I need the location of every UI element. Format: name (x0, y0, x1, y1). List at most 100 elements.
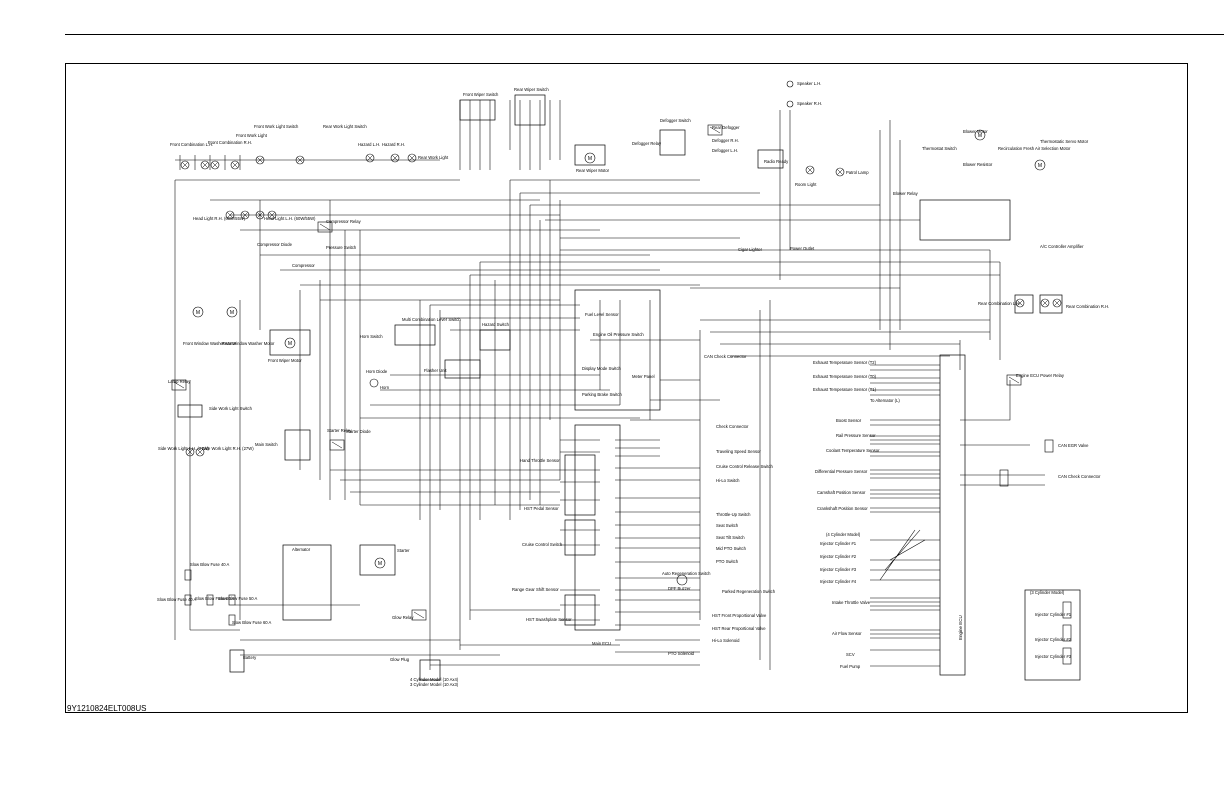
rear-wiper-switch-label: Rear Wiper Switch (514, 87, 549, 92)
display-mode-label: Display Mode Switch (582, 366, 622, 371)
injector-3c-3-label: Injector Cylinder #3 (1035, 654, 1072, 659)
side-light-rh-label: Side Work Light R.H. (27W) (202, 446, 254, 451)
front-work-light-label: Front Work Light (236, 133, 268, 138)
parking-brake-label: Parking Brake Switch (582, 392, 622, 397)
intake-throttle-label: Intake Throttle Valve (832, 600, 871, 605)
alternator-label: Alternator (292, 547, 311, 552)
speaker-rh-label: Speaker R.H. (797, 101, 822, 106)
horn-switch-label: Horn Switch (360, 334, 383, 339)
starter-box (359, 544, 396, 576)
defogger-relay-box (659, 129, 686, 156)
rear-wiper-motor-label: Rear Wiper Motor (576, 168, 610, 173)
thermostatic-servo-label: Thermostatic Servo Motor (1040, 139, 1089, 144)
symbols (171, 80, 1072, 665)
room-light-label: Room Light (795, 182, 817, 187)
defogger-relay-label: Defogger Relay (632, 141, 662, 146)
defogger-lh-label: Defogger L.H. (712, 148, 738, 153)
compressor-label: Compressor (292, 263, 315, 268)
ecu-power-relay-label: Engine ECU Power Relay (1016, 373, 1065, 378)
diff-pressure-label: Differential Pressure Sensor (815, 469, 868, 474)
alternator-l-label: To Alternator (L) (870, 398, 900, 403)
hand-throttle-box (564, 454, 596, 516)
head-light-lh-label: Head Light L.H. (60W/55W) (264, 216, 316, 221)
rear-comb-rh-label: Rear Combination R.H. (1066, 304, 1109, 309)
front-comb-lh-label: Front Combination L.H. (170, 142, 213, 147)
flasher-unit-box (444, 359, 481, 379)
header-rule (65, 34, 1224, 35)
head-light-rh-label: Head Light R.H. (60W/55W) (193, 216, 246, 221)
dpf-buzzer-label: DPF Buzzer (668, 586, 691, 591)
front-wiper-motor-box (269, 329, 311, 356)
cyl3-models-label: (3 Cylinder Model) (1030, 590, 1065, 595)
main-ecu-box (574, 424, 621, 631)
can-egr-label: CAN EGR Valve (1058, 443, 1089, 448)
front-wiper-switch-label: Front Wiper Switch (463, 92, 499, 97)
cigar-lighter-label: Cigar Lighter (738, 247, 763, 252)
injector-3-label: Injector Cylinder #3 (820, 567, 857, 572)
hi-lo-switch-label: Hi-Lo Switch (716, 478, 740, 483)
wiring-harness (174, 100, 1045, 670)
starter-diode-label: Starter Diode (346, 429, 371, 434)
hazard-switch-label: Hazard Switch (482, 322, 510, 327)
engine-ecu-box (939, 354, 966, 676)
radio-box (757, 149, 784, 169)
front-work-light-switch-label: Front Work Light Switch (254, 124, 299, 129)
front-comb-rh-label: Front Combination R.H. (208, 140, 252, 145)
cyl3-note-label: 3 Cylinder Model (10 Ax3) (410, 682, 459, 687)
main-switch-box (284, 429, 311, 461)
ac-amplifier-box (919, 199, 1011, 241)
defogger-switch-label: Defogger Switch (660, 118, 691, 123)
meter-panel-label: Meter Panel (632, 374, 655, 379)
fuel-pump-label: Fuel Pump (840, 664, 861, 669)
meter-panel-box (574, 289, 661, 411)
slow-blow-60a-b-label: Slow Blow Fuse 60 A (232, 620, 272, 625)
can-check-2-label: CAN Check Connector (1058, 474, 1101, 479)
compressor-diode-label: Compressor Diode (257, 242, 293, 247)
blower-motor-label: Blower Motor (963, 129, 988, 134)
front-wiper-motor-label: Front Wiper Motor (268, 358, 302, 363)
starter-relay-label: Starter Relay (327, 428, 352, 433)
range-gear-label: Range Gear Shift Sensor (512, 587, 559, 592)
coolant-temp-label: Coolant Temperature Sensor (826, 448, 880, 453)
scv-label: SCV (846, 652, 855, 657)
seat-switch-label: Seat Switch (716, 523, 739, 528)
recirculation-label: Recirculation Fresh Air Selection Motor (998, 146, 1071, 151)
seat-tilt-label: Seat Tilt Switch (716, 535, 745, 540)
injector-1-label: Injector Cylinder #1 (820, 541, 857, 546)
hi-lo-solenoid-label: Hi-Lo Solenoid (712, 638, 740, 643)
injector-4-label: Injector Cylinder #4 (820, 579, 857, 584)
exhaust-t1-label: Exhaust Temperature Sensor (T1) (813, 387, 877, 392)
glow-plug-label: Glow Plug (390, 657, 410, 662)
starter-label: Starter (397, 548, 410, 553)
hst-swashplate-label: HST Swashplate Sensor (526, 617, 572, 622)
injector-3c-2-label: Injector Cylinder #2 (1035, 637, 1072, 642)
pto-switch-label: PTO Switch (716, 559, 739, 564)
horn-diode-label: Horn Diode (366, 369, 388, 374)
blower-relay-label: Blower Relay (893, 191, 919, 196)
air-flow-label: Air Flow Sensor (832, 631, 862, 636)
slow-blow-50a-label: Slow Blow Fuse 50 A (218, 596, 258, 601)
three-cylinder-box (1024, 589, 1081, 681)
swashplate-box (564, 594, 596, 626)
crankshaft-label: Crankshaft Position Sensor (817, 506, 868, 511)
mid-pto-label: Mid PTO Switch (716, 546, 747, 551)
front-washer-label: Front Window Washer Motor (183, 341, 237, 346)
throttle-up-label: Throttle-Up Switch (716, 512, 751, 517)
rear-work-light-switch-label: Rear Work Light Switch (323, 124, 367, 129)
diagram-frame (65, 63, 1188, 713)
slow-blow-60a-label: Slow Blow Fuse 60 A (195, 596, 235, 601)
slow-blow-40a-b-label: Slow Blow Fuse 40 A (157, 597, 197, 602)
auto-regen-label: Auto Regeneration Switch (662, 571, 711, 576)
boost-sensor-label: Boost Sensor (836, 418, 862, 423)
rear-wiper-motor-box (574, 144, 606, 166)
glow-plug-box (419, 659, 441, 681)
hazard-lh-label: Hazard L.H. (358, 142, 380, 147)
hazard-switch-box (479, 329, 511, 351)
cruise-switch-label: Cruise Control Switch (522, 542, 563, 547)
rear-washer-label: Rear Window Washer Motor (222, 341, 275, 346)
side-light-switch-label: Side Work Light Switch (209, 406, 253, 411)
camshaft-label: Camshaft Position Sensor (817, 490, 866, 495)
cyl4-model-label: (4 Cylinder Model) (826, 532, 861, 537)
hand-throttle-label: Hand Throttle Sensor (520, 458, 560, 463)
